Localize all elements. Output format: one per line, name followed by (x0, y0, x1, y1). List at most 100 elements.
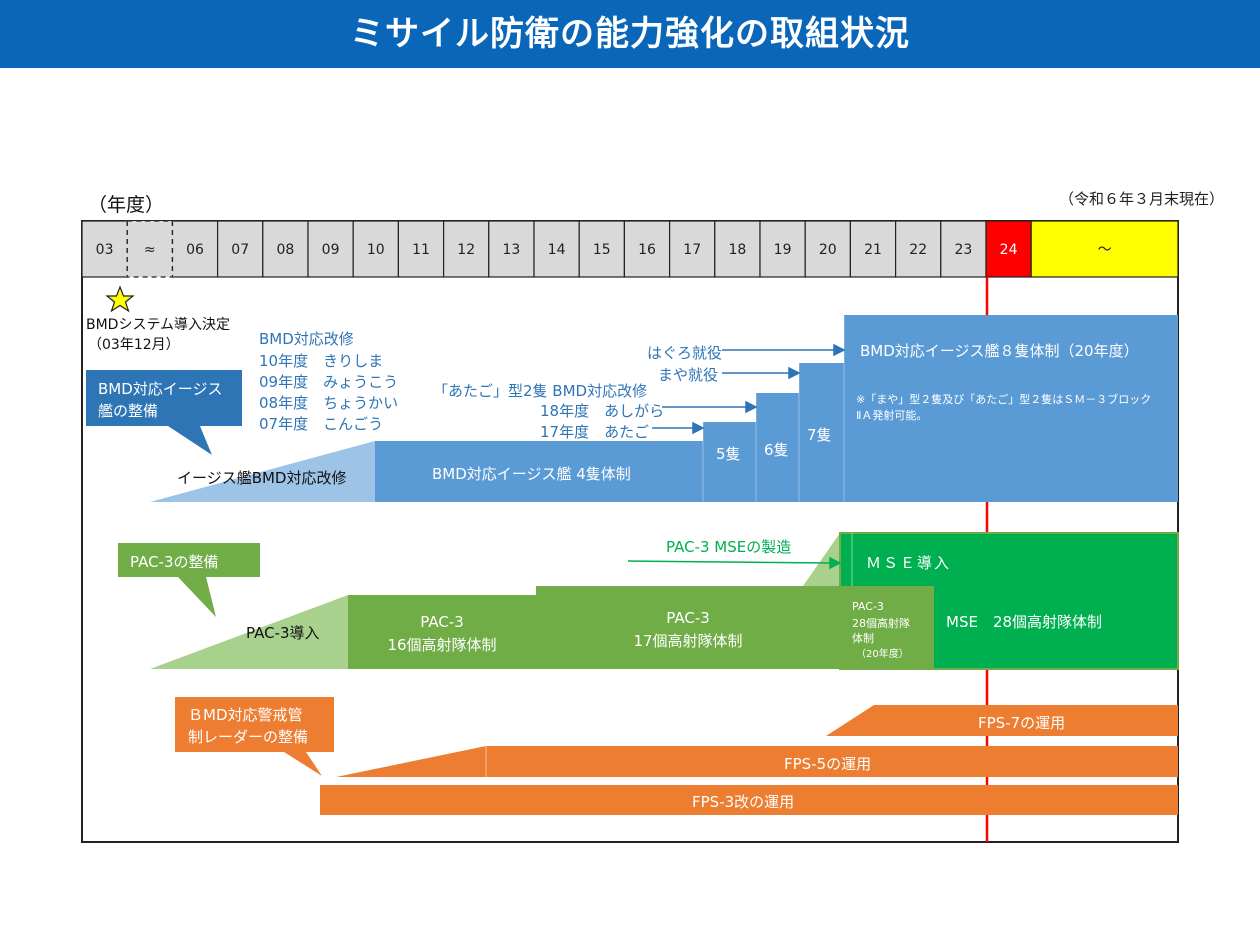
year-label: 11 (412, 242, 430, 258)
bmd-refit-ramp (150, 441, 375, 502)
bmd-milestone-date: （03年12月） (88, 337, 180, 353)
year-cell (307, 220, 354, 278)
year-label: 18 (728, 242, 746, 258)
pac-17-line2: 17個高射隊体制 (633, 632, 743, 650)
atago-item: 18年度 あしがら (540, 402, 665, 420)
bmd-callout-pointer (168, 426, 212, 455)
year-label: 19 (774, 242, 792, 258)
bmd-7-ships-label: 7隻 (807, 426, 832, 444)
sm3-note-line2: ⅡＡ発射可能。 (856, 409, 928, 422)
pac-17-line1: PAC-3 (666, 609, 710, 627)
sm3-note-line1: ※「まや」型２隻及び「あたご」型２隻はＳＭ－３ブロック (856, 393, 1152, 406)
pac-16-line1: PAC-3 (420, 613, 464, 631)
year-cell (668, 220, 716, 278)
year-label: 23 (954, 242, 972, 258)
pac-16-line2: 16個高射隊体制 (387, 636, 497, 654)
bmd-milestone-label: BMDシステム導入決定 (86, 317, 231, 333)
year-label: 10 (367, 242, 385, 258)
mse-production-label: PAC-3 MSEの製造 (666, 538, 792, 556)
mse-28-block (934, 586, 1178, 669)
year-cell (352, 220, 400, 278)
bmd-ramp-label: イージス艦BMD対応改修 (177, 469, 347, 487)
pac-callout-pointer (178, 577, 216, 617)
bmd-4-ships-block (375, 441, 703, 502)
pac-28-line4: （20年度） (856, 649, 909, 660)
year-cell (894, 220, 942, 278)
year-label: 03 (96, 242, 114, 258)
year-label: 13 (502, 242, 520, 258)
year-label: 12 (457, 242, 475, 258)
bmd-8-ships-block (844, 315, 1178, 502)
pac-callout-box (118, 543, 260, 577)
radar-callout-pointer (284, 752, 322, 776)
year-cell (623, 220, 671, 278)
year-cell (578, 220, 626, 278)
year-label: ～ (1098, 242, 1112, 258)
atago-refit-title: 「あたご」型2隻 BMD対応改修 (433, 382, 648, 400)
mse-production-ramp (803, 533, 840, 586)
bmd-4-ships-label: BMD対応イージス艦 4隻体制 (432, 465, 631, 483)
year-cell (443, 220, 490, 278)
pac-17-block (536, 586, 840, 669)
fps7-label: FPS-7の運用 (978, 714, 1066, 732)
fps7-bar (826, 705, 1178, 736)
refit-item: 10年度 きりしま (259, 352, 384, 370)
year-label: 24 (1000, 242, 1018, 258)
bmd-8-ships-label: BMD対応イージス艦８隻体制（20年度） (860, 342, 1139, 360)
bmd-callout-line2: 艦の整備 (98, 402, 159, 420)
year-label: 17 (683, 242, 701, 258)
radar-callout-line2: 制レーダーの整備 (188, 728, 309, 746)
radar-callout-box (175, 697, 334, 752)
fps3-bar (320, 785, 1178, 815)
year-cell (714, 220, 761, 278)
pac-28-line3: 体制 (852, 632, 874, 645)
year-label: 14 (548, 242, 566, 258)
refit-item: 09年度 みょうこう (259, 373, 399, 391)
bmd-callout-line1: BMD対応イージス (98, 380, 223, 398)
mse-intro-block (840, 533, 1178, 586)
year-label: 16 (638, 242, 656, 258)
star-icon (105, 285, 135, 313)
year-cell (940, 220, 987, 278)
year-cell (81, 220, 128, 278)
bmd-event-arrows (652, 343, 846, 435)
year-label: 21 (864, 242, 882, 258)
hull-event-haguro: はぐろ就役 (647, 344, 723, 362)
radar-callout-line1: ＢMD対応警戒管 (188, 706, 303, 724)
fps5-label: FPS-5の運用 (784, 755, 872, 773)
page-title: ミサイル防衛の能力強化の取組状況 (0, 0, 1260, 68)
year-cell (397, 220, 445, 278)
pac-16-block (348, 595, 536, 669)
bmd-7-ships-step (799, 363, 844, 502)
bmd-callout-box (86, 370, 242, 426)
pac-callout-label: PAC-3の整備 (130, 553, 219, 571)
as-of-date: （令和６年３月末現在） (1058, 190, 1224, 208)
year-unit-label: （年度） (88, 194, 165, 216)
bmd-5-ships-label: 5隻 (716, 445, 741, 463)
year-cell (849, 220, 897, 278)
mse-intro-label: ＭＳＥ導入 (866, 554, 952, 572)
year-label: 22 (909, 242, 927, 258)
year-cell (488, 220, 535, 278)
mse-production-arrow (627, 556, 842, 570)
refit-item: 08年度 ちょうかい (259, 394, 399, 412)
year-label: 08 (276, 242, 294, 258)
pac-28-line2: 28個高射隊 (852, 617, 910, 630)
year-label: 07 (231, 242, 249, 258)
fps3-label: FPS-3改の運用 (692, 793, 795, 811)
year-cell (759, 220, 806, 278)
atago-item: 17年度 あたご (540, 423, 650, 441)
refit-item: 07年度 こんごう (259, 415, 384, 433)
bmd-6-ships-step (756, 393, 799, 502)
year-label: 20 (819, 242, 837, 258)
pac-ramp (150, 595, 348, 669)
pac-ramp-label: PAC-3導入 (246, 624, 320, 642)
year-label: 06 (186, 242, 204, 258)
hull-event-maya: まや就役 (658, 366, 719, 384)
bmd-5-ships-step (703, 422, 756, 502)
bmd-6-ships-label: 6隻 (764, 441, 789, 459)
pac-28-block (840, 586, 934, 669)
year-label: ≈ (144, 242, 156, 258)
